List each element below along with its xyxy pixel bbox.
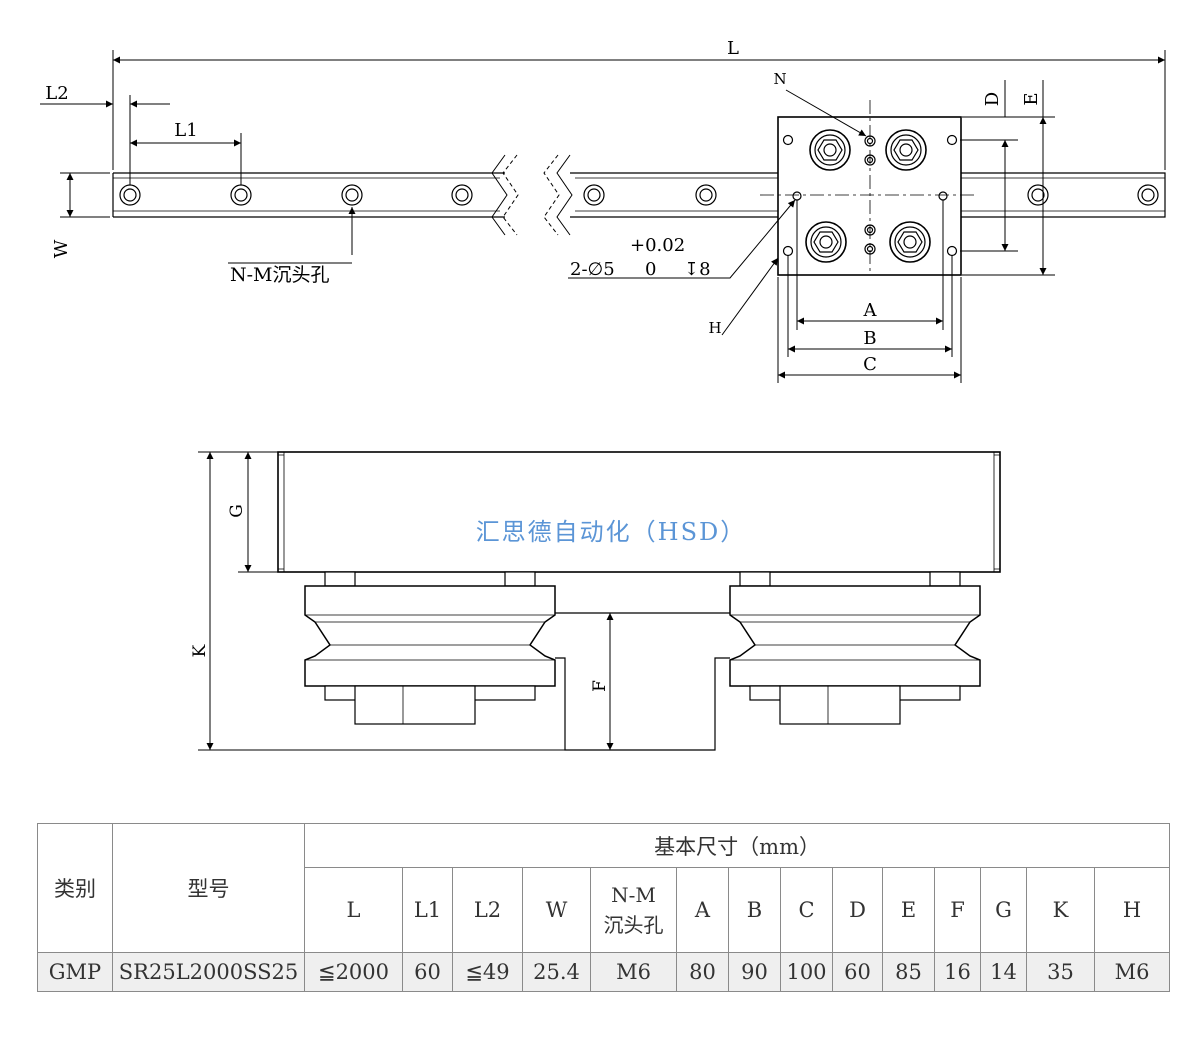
cell-value: 35 (1026, 952, 1095, 992)
rail-hole (119, 184, 141, 206)
spec-table: 类别 型号 基本尺寸（mm） L L1 L2 W N-M 沉头孔 A B C D … (37, 823, 1171, 992)
cell-value: ≦49 (452, 952, 523, 992)
bearing-nut (889, 221, 931, 263)
cell-value: 60 (402, 952, 453, 992)
top-view (40, 50, 1166, 383)
label-pin-depth: ↧8 (684, 259, 711, 280)
side-roller-right (729, 571, 981, 725)
dim-L (112, 50, 1166, 170)
header-dim: C (780, 867, 833, 953)
dim-L1 (130, 133, 242, 185)
rail-holes (119, 184, 1159, 206)
header-dim-nm: N-M 沉头孔 (590, 867, 677, 953)
rail-hole (695, 184, 717, 206)
cell-value: 100 (780, 952, 833, 992)
cell-value: M6 (1093, 952, 1171, 992)
dim-K (198, 451, 565, 751)
cell-value: 16 (934, 952, 981, 992)
header-nm-line1: N-M (611, 883, 656, 907)
side-plate (277, 451, 1001, 573)
label-H: H (708, 319, 721, 337)
bearing-nut (809, 129, 851, 171)
top-view-labels: L L2 L1 W N-M沉头孔 N D E 2-∅5 +0.02 0 ↧8 H… (45, 38, 1042, 375)
label-pin-tol-lower: 0 (645, 259, 656, 280)
pin-hole-leader (568, 199, 796, 279)
cell-value: 80 (676, 952, 729, 992)
dim-B (787, 256, 953, 357)
table-header-row: 类别 型号 基本尺寸（mm） (37, 823, 1171, 953)
label-F: F (590, 680, 610, 692)
cell-value: M6 (590, 952, 677, 992)
dim-C (777, 277, 962, 383)
side-roller-left (304, 571, 556, 725)
n-leader (785, 89, 867, 137)
header-dim: L (304, 867, 403, 953)
label-pin-prefix: 2-∅5 (570, 259, 615, 280)
table-row: GMP SR25L2000SS25 ≦2000 60 ≦49 25.4 M6 8… (37, 952, 1171, 992)
label-L: L (727, 38, 739, 59)
rail-hole (1137, 184, 1159, 206)
cell-model: SR25L2000SS25 (112, 952, 305, 992)
dim-E (962, 80, 1055, 276)
dim-D (960, 80, 1018, 252)
cell-value: 85 (882, 952, 935, 992)
cell-value: ≦2000 (304, 952, 403, 992)
carriage-plate (760, 100, 975, 276)
rail-hole (1027, 184, 1049, 206)
label-A: A (863, 300, 878, 321)
header-category: 类别 (37, 823, 113, 953)
header-nm-line2: 沉头孔 (603, 913, 664, 937)
label-E: E (1021, 92, 1042, 105)
watermark: 汇思德自动化（HSD） (476, 518, 747, 546)
rail-hole (341, 184, 363, 206)
dim-L2 (40, 95, 170, 185)
rail-hole (451, 184, 473, 206)
dim-W (60, 172, 110, 218)
side-rail-profile (555, 612, 730, 751)
side-view (198, 451, 1001, 751)
dim-A (796, 200, 944, 330)
label-C: C (863, 354, 877, 375)
header-dim: L1 (402, 867, 453, 953)
bearing-nut (805, 221, 847, 263)
h-leader (721, 257, 779, 336)
label-K: K (190, 644, 210, 657)
header-dim: A (676, 867, 729, 953)
header-dim: E (882, 867, 935, 953)
cell-value: 14 (980, 952, 1027, 992)
cell-value: 25.4 (522, 952, 591, 992)
table-subheader-row: L L1 L2 W N-M 沉头孔 A B C D E F G K H (38, 867, 1171, 953)
header-dim: D (832, 867, 883, 953)
header-dim: B (728, 867, 781, 953)
dim-G (238, 451, 278, 573)
cell-value: 60 (832, 952, 883, 992)
header-dim: W (522, 867, 591, 953)
cell-category: GMP (37, 952, 113, 992)
cell-value: 90 (728, 952, 781, 992)
header-dim: F (934, 867, 981, 953)
side-view-labels: G K F 汇思德自动化（HSD） (190, 504, 747, 692)
bearing-nut (885, 129, 927, 171)
label-nm-callout: N-M沉头孔 (230, 264, 330, 286)
label-B: B (863, 328, 876, 349)
label-N: N (773, 70, 786, 88)
label-pin-tol-upper: +0.02 (630, 235, 685, 256)
label-D: D (982, 92, 1003, 106)
header-dim: K (1026, 867, 1095, 953)
header-model: 型号 (112, 823, 305, 953)
nm-leader (228, 207, 356, 264)
technical-drawing: L L2 L1 W N-M沉头孔 N D E 2-∅5 +0.02 0 ↧8 H… (40, 38, 1166, 751)
header-dim: G (980, 867, 1027, 953)
header-dim: H (1093, 867, 1171, 953)
header-dim: L2 (452, 867, 523, 953)
rail-hole (230, 184, 252, 206)
label-G: G (227, 504, 247, 518)
rail-left (112, 154, 519, 236)
label-L1: L1 (174, 120, 197, 141)
header-basic-dimensions: 基本尺寸（mm） (303, 823, 1171, 868)
label-W: W (51, 239, 72, 258)
rail-hole (583, 184, 605, 206)
label-L2: L2 (45, 83, 68, 104)
